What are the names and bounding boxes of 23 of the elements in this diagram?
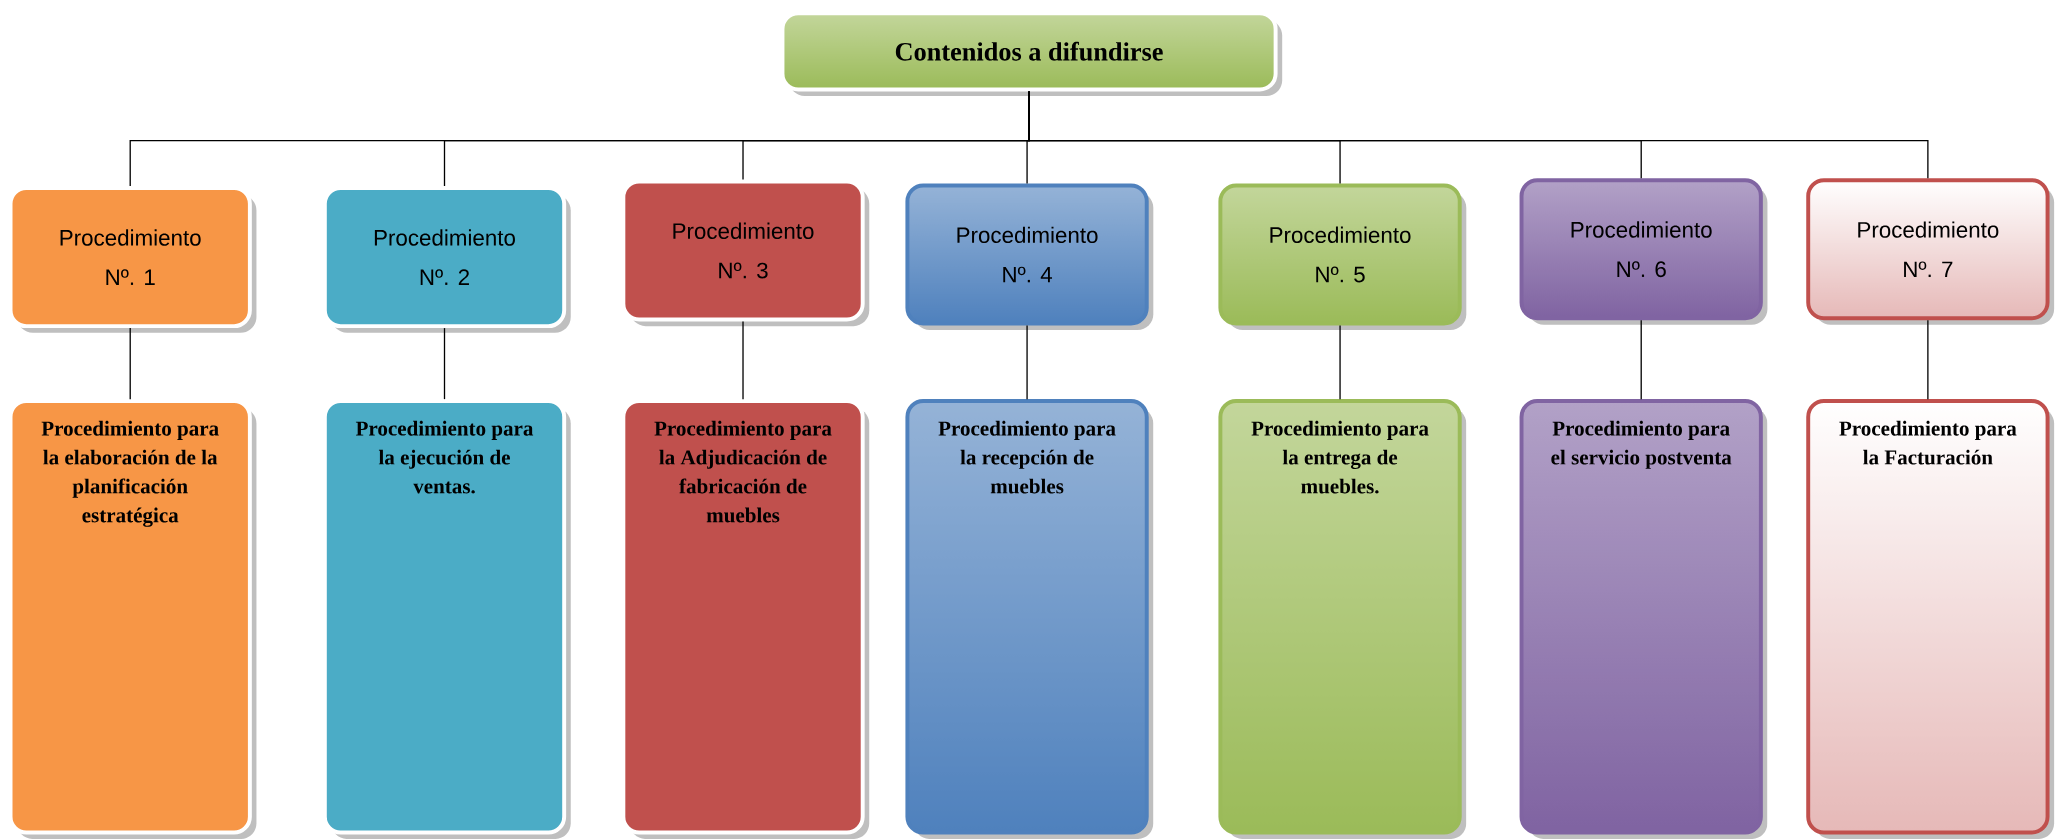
connector-line (742, 320, 744, 400)
procedure-box: Procedimiento Nº. 5 (1218, 183, 1467, 331)
connector-line (1026, 324, 1028, 400)
procedure-box: Procedimiento Nº. 6 (1519, 178, 1768, 325)
procedure-box: Procedimiento Nº. 3 (621, 179, 870, 327)
connector-line (1640, 319, 1642, 400)
description-box: Procedimiento para el servicio postventa (1519, 399, 1768, 839)
description-box: Procedimiento para la Adjudicación de fabricación de muebles (621, 399, 870, 839)
connector-line (1927, 319, 1929, 400)
description-box: Procedimiento para la recepción de muebles (905, 399, 1154, 839)
procedure-box: Procedimiento Nº. 1 (8, 186, 257, 333)
description-box: Procedimiento para la Facturación (1806, 399, 2055, 839)
connector-line (1339, 324, 1341, 400)
description-box: Procedimiento para la ejecución de ventas. (322, 399, 571, 839)
procedure-box: Procedimiento Nº. 4 (905, 183, 1154, 331)
connector-line (443, 327, 446, 400)
connector-line (1028, 90, 1929, 179)
connector-line (129, 327, 131, 400)
description-box: Procedimiento para la entrega de muebles. (1218, 399, 1467, 839)
title-box: Contenidos a difundirse (780, 11, 1283, 96)
procedure-box: Procedimiento Nº. 7 (1806, 178, 2055, 325)
description-box: Procedimiento para la elaboración de la planificación estratégica (8, 399, 257, 839)
procedure-box: Procedimiento Nº. 2 (322, 186, 571, 333)
